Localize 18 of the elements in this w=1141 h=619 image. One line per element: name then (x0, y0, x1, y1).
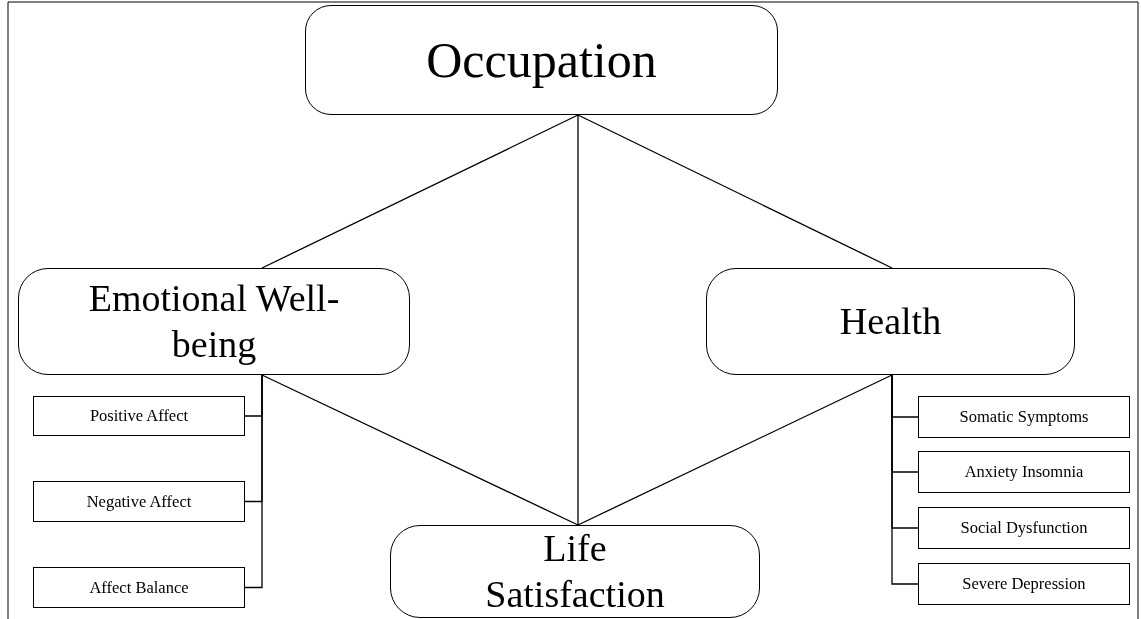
concept-box: Occupation (305, 5, 778, 115)
measure-box: Somatic Symptoms (918, 396, 1130, 438)
concept-box: Health (706, 268, 1075, 375)
connector-line (244, 374, 263, 589)
connector-line (577, 374, 893, 526)
measure-box: Anxiety Insomnia (918, 451, 1130, 493)
measure-box: Severe Depression (918, 563, 1130, 605)
measure-box: Negative Affect (33, 481, 245, 522)
connector-line (577, 114, 579, 526)
concept-box: Life Satisfaction (390, 525, 760, 618)
connector-line (891, 374, 919, 585)
concept-box: Emotional Well-being (18, 268, 410, 375)
connector-line (577, 114, 893, 269)
connector-line (261, 114, 579, 269)
measure-box: Positive Affect (33, 396, 245, 436)
measure-box: Affect Balance (33, 567, 245, 608)
connector-line (261, 374, 579, 526)
measure-box: Social Dysfunction (918, 507, 1130, 549)
